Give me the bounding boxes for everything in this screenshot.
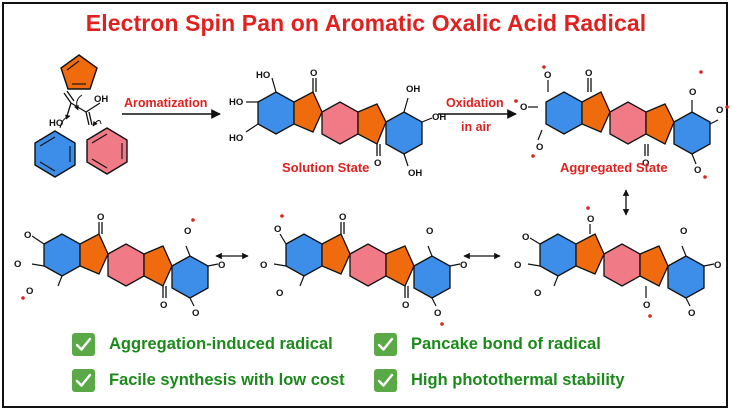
svg-text:O: O [694, 165, 701, 176]
svg-text:O: O [26, 286, 33, 297]
starting-materials: OH HO [34, 54, 128, 178]
in-air-label: in air [461, 120, 491, 134]
aromatization-label: Aromatization [124, 96, 207, 110]
svg-text:O: O [160, 300, 167, 311]
svg-text:O: O [374, 158, 381, 169]
svg-text:OH: OH [432, 112, 446, 123]
svg-text:OH: OH [406, 84, 420, 95]
feature-item: High photothermal stability [374, 368, 625, 392]
benzene-blue-icon [34, 130, 76, 178]
resonance-structure-3: O O O O O O O O [514, 206, 721, 319]
svg-text:O: O [184, 226, 191, 237]
molecule-solution-state: O O HO HO HO OH OH OH [229, 68, 446, 179]
feature-text: Facile synthesis with low cost [109, 370, 345, 389]
atom-label-ho: HO [49, 118, 63, 129]
svg-text:O: O [24, 230, 31, 241]
oxidation-label: Oxidation [446, 96, 504, 110]
svg-text:O: O [522, 232, 529, 243]
feature-item: Pancake bond of radical [374, 332, 601, 356]
svg-text:O: O [643, 300, 650, 311]
pentagon-icon [60, 54, 98, 90]
svg-text:O: O [97, 212, 104, 223]
molecule-aggregated-state: O O O O O O O O [514, 65, 729, 179]
feature-text: Pancake bond of radical [411, 334, 601, 353]
atom-label-oh: OH [94, 94, 108, 105]
svg-text:O: O [218, 260, 225, 271]
svg-text:O: O [534, 288, 541, 299]
svg-text:O: O [276, 288, 283, 299]
aromatization-step: Aromatization [122, 96, 221, 119]
svg-text:O: O [642, 158, 649, 169]
svg-text:OH: OH [408, 168, 422, 179]
svg-text:O: O [14, 259, 21, 270]
svg-text:O: O [689, 87, 696, 98]
svg-text:O: O [426, 226, 433, 237]
feature-item: Facile synthesis with low cost [72, 368, 345, 392]
benzene-pink-icon [86, 127, 128, 175]
figure-title: Electron Spin Pan on Aromatic Oxalic Aci… [85, 10, 647, 36]
svg-text:O: O [514, 260, 521, 271]
resonance-structure-2: O O O O O O O O [260, 212, 467, 326]
svg-text:O: O [714, 260, 721, 271]
svg-text:O: O [339, 212, 346, 223]
feature-item: Aggregation-induced radical [72, 332, 333, 356]
svg-text:O: O [544, 70, 551, 81]
svg-text:HO: HO [256, 70, 270, 81]
feature-text: Aggregation-induced radical [109, 334, 333, 353]
svg-text:O: O [192, 308, 199, 319]
svg-text:O: O [587, 214, 594, 225]
check-icon [72, 332, 95, 356]
svg-text:O: O [310, 68, 317, 79]
feature-text: High photothermal stability [411, 370, 625, 389]
svg-text:O: O [274, 224, 281, 235]
svg-text:O: O [520, 102, 527, 113]
figure-frame [2, 2, 728, 408]
svg-text:HO: HO [229, 97, 243, 108]
svg-text:O: O [585, 68, 592, 79]
solution-state-label: Solution State [282, 160, 369, 175]
svg-text:O: O [716, 105, 723, 116]
check-icon [72, 368, 95, 392]
check-icon [374, 332, 397, 356]
svg-text:O: O [536, 142, 543, 153]
svg-text:O: O [434, 308, 441, 319]
svg-text:O: O [688, 308, 695, 319]
aggregated-state-label: Aggregated State [560, 160, 668, 175]
svg-text:HO: HO [229, 133, 243, 144]
svg-text:O: O [460, 260, 467, 271]
oxidation-step: Oxidation in air [438, 96, 517, 134]
svg-text:O: O [680, 226, 687, 237]
resonance-structure-1: O O O O O O O O [14, 212, 225, 319]
check-icon [374, 368, 397, 392]
svg-text:O: O [260, 260, 267, 271]
svg-text:O: O [402, 300, 409, 311]
